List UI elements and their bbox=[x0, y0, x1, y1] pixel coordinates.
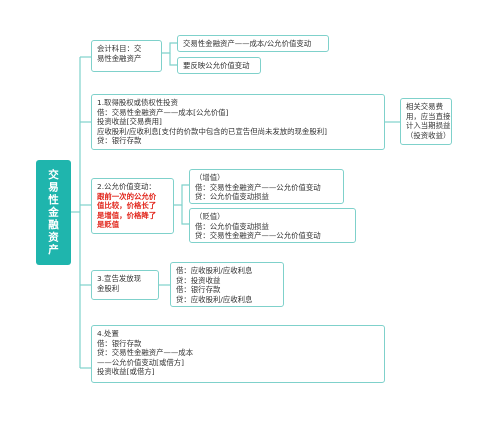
n1-line: 会计科目：交 bbox=[97, 44, 142, 53]
n1b-line: 要反映公允价值变动 bbox=[183, 61, 250, 70]
n3a-line: 借：交易性金融资产——公允价值变动 bbox=[195, 182, 321, 192]
n4a-line: 借：银行存款 bbox=[176, 285, 221, 295]
n2-line: 1.取得股权或债权性投资 bbox=[97, 98, 178, 107]
n3-line: 是贬值 bbox=[97, 220, 120, 230]
node-cash-dividend: 3.宣告发放现金股利 bbox=[91, 270, 159, 300]
n4-line: 3.宣告发放现 bbox=[97, 274, 142, 283]
n4-line: 金股利 bbox=[97, 283, 120, 293]
n3-line: 2.公允价值变动： bbox=[97, 182, 156, 191]
n3b-line: 借：公允价值变动损益 bbox=[195, 221, 269, 231]
n1a-line: 交易性金融资产——成本/公允价值变动 bbox=[183, 39, 312, 48]
n5-line: 借：银行存款 bbox=[97, 338, 142, 348]
node-disposal: 4.处置借：银行存款 贷：交易性金融资产——成本 ——公允价值变动[或借方] 投… bbox=[91, 325, 385, 383]
n5-line: 投资收益[或借方] bbox=[97, 367, 155, 377]
n2a-line: 用，应当直接 bbox=[406, 111, 451, 121]
n3-line: 是增值，价格降了 bbox=[97, 210, 157, 220]
node-depreciation-entry: （贬值）借：公允价值变动损益 贷：交易性金融资产——公允价值变动 bbox=[189, 208, 356, 243]
n2-line: 投资收益[交易费用] bbox=[97, 117, 162, 127]
node-appreciation-entry: （增值）借：交易性金融资产——公允价值变动 贷：公允价值变动损益 bbox=[189, 169, 344, 204]
node-fair-value-change: 2.公允价值变动：跟前一次的公允价值比较，价格长了是增值，价格降了是贬值 bbox=[91, 178, 174, 234]
n4a-line: 借：应收股利/应收利息 bbox=[176, 266, 253, 275]
node-dividend-entries: 借：应收股利/应收利息 贷：投资收益借：银行存款 贷：应收股利/应收利息 bbox=[170, 262, 284, 307]
n5-line: 4.处置 bbox=[97, 329, 119, 338]
n2a-line: 相关交易费 bbox=[406, 102, 443, 111]
n2-line: 贷：银行存款 bbox=[97, 136, 142, 146]
node-fair-value-note: 要反映公允价值变动 bbox=[177, 57, 261, 74]
node-transaction-cost-note: 相关交易费用，应当直接计入当期损益（投资收益） bbox=[400, 98, 452, 145]
n2a-line: （投资收益） bbox=[406, 130, 451, 140]
n3b-line: 贷：交易性金融资产——公允价值变动 bbox=[195, 231, 321, 241]
n3-line: 值比较，价格长了 bbox=[97, 201, 157, 211]
root-topic-label: 交易性金融资产 bbox=[47, 168, 59, 257]
n1-line: 易性金融资产 bbox=[97, 53, 142, 63]
root-topic: 交易性金融资产 bbox=[36, 160, 71, 265]
node-account-subjects: 交易性金融资产——成本/公允价值变动 bbox=[177, 35, 329, 52]
n5-line: 贷：交易性金融资产——成本 bbox=[97, 348, 194, 358]
n3a-line: 贷：公允价值变动损益 bbox=[195, 192, 269, 202]
n4a-line: 贷：应收股利/应收利息 bbox=[176, 294, 253, 304]
n4a-line: 贷：投资收益 bbox=[176, 275, 221, 285]
n3b-line: （贬值） bbox=[195, 212, 225, 221]
node-account-title: 会计科目：交易性金融资产 bbox=[91, 40, 162, 72]
n3a-line: （增值） bbox=[195, 173, 225, 182]
n5-line: ——公允价值变动[或借方] bbox=[97, 357, 185, 367]
node-acquisition: 1.取得股权或债权性投资借：交易性金融资产——成本[公允价值] 投资收益[交易费… bbox=[91, 94, 385, 150]
n2-line: 借：交易性金融资产——成本[公允价值] bbox=[97, 107, 229, 117]
n3-line: 跟前一次的公允价 bbox=[97, 191, 157, 201]
n2a-line: 计入当期损益 bbox=[406, 121, 451, 131]
n2-line: 应收股利/应收利息[支付的价款中包含的已宣告但尚未发放的现金股利] bbox=[97, 126, 327, 136]
